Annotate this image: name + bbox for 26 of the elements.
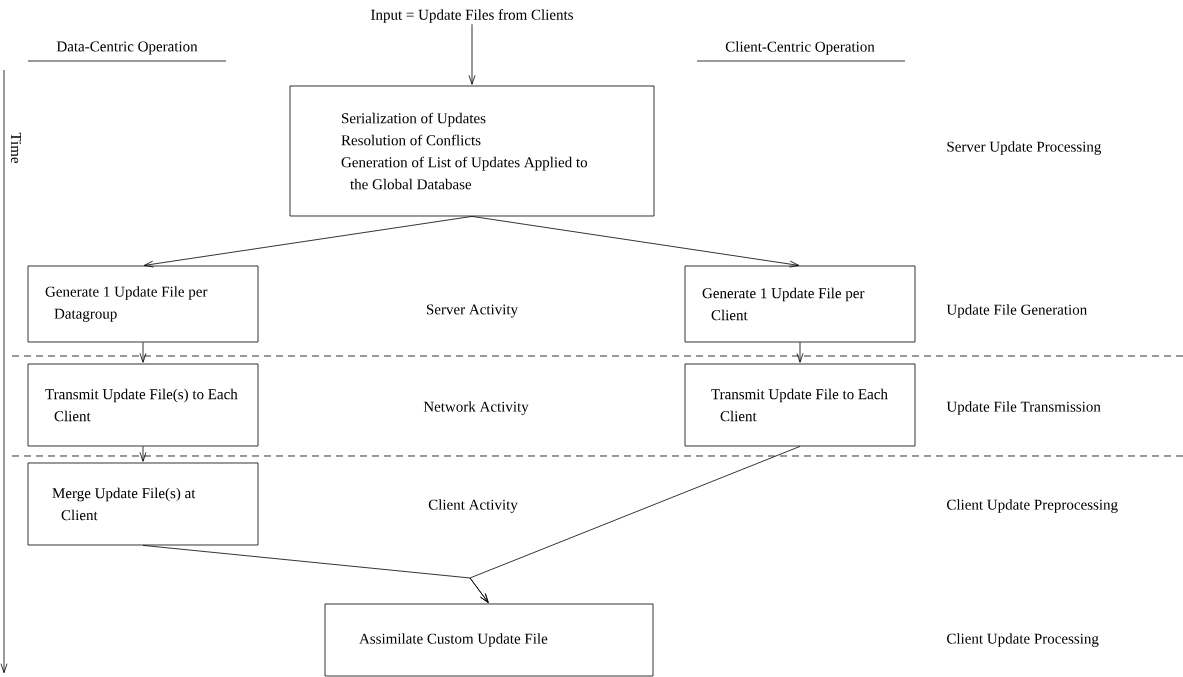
stage-label: Server Update Processing	[947, 141, 1102, 155]
process-box: Transmit Update File to Each Client	[684, 363, 916, 447]
stage-label: Update File Generation	[946, 304, 1087, 318]
activity-label: Server Activity	[427, 304, 518, 318]
arrow	[139, 446, 147, 462]
arrow	[796, 342, 804, 363]
arrow	[143, 216, 473, 268]
time-label: Time	[11, 132, 22, 164]
process-box: Serialization of Updates Resolution of Conflicts Generation of List of Updates Applied to the Global Database	[289, 85, 655, 217]
stage-label: Client Update Processing	[947, 633, 1099, 647]
process-box: Generate 1 Update File per Client	[684, 265, 916, 343]
arrow	[471, 216, 800, 268]
arrow	[469, 446, 801, 603]
process-box: Merge Update File(s) at Client	[27, 462, 259, 546]
column-heading: Client-Centric Operation	[725, 41, 875, 55]
stage-label: Client Update Preprocessing	[947, 499, 1118, 513]
stage-label: Update File Transmission	[946, 401, 1101, 415]
process-box: Generate 1 Update File per Datagroup	[27, 265, 259, 343]
column-heading: Data-Centric Operation	[56, 41, 198, 55]
process-box: Transmit Update File(s) to Each Client	[27, 363, 259, 447]
process-box: Assimilate Custom Update File	[324, 603, 654, 677]
arrow	[139, 342, 147, 363]
input-label: Input = Update Files from Clients	[371, 9, 573, 23]
activity-label: Network Activity	[423, 401, 529, 415]
arrow	[468, 23, 476, 85]
activity-label: Client Activity	[428, 499, 518, 513]
